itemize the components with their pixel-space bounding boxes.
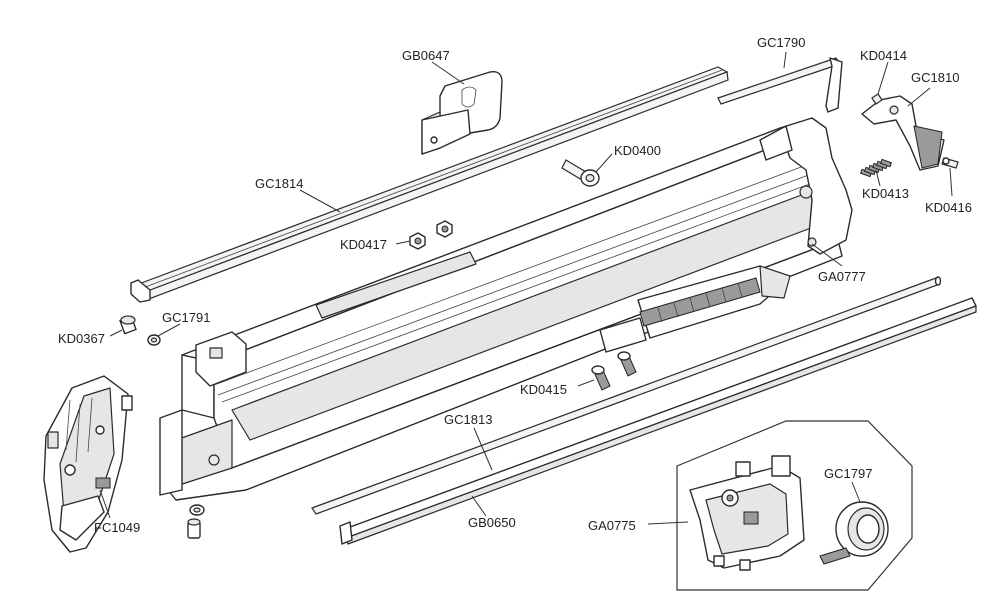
part-kd0367-screw [119,315,137,335]
label-kd0413: KD0413 [862,186,909,201]
part-kd0413-spring [859,158,893,178]
label-ga0777: GA0777 [818,269,866,284]
part-gc1810-latch [861,95,945,171]
label-kd0416: KD0416 [925,200,972,215]
label-gc1813: GC1813 [444,412,492,427]
label-gc1814: GC1814 [255,176,303,191]
part-gb0650-rail [339,297,977,545]
label-kd0400: KD0400 [614,143,661,158]
part-kd0417-nuts [409,220,453,250]
label-gc1810: GC1810 [911,70,959,85]
label-kd0415: KD0415 [520,382,567,397]
label-gc1790: GC1790 [757,35,805,50]
part-kd0415-screws [591,351,637,391]
part-lower-screw-and-washer [187,504,205,539]
part-gc1813-rod [311,276,942,515]
leader-lines [99,51,953,525]
label-gc1791: GC1791 [162,310,210,325]
part-gb0647-bracket [421,71,503,155]
part-kd0400-pin [561,159,600,187]
inset-detail-frame [676,420,913,591]
label-kd0417: KD0417 [340,237,387,252]
label-gc1797: GC1797 [824,466,872,481]
part-gc1791-washer [147,334,161,346]
label-ga0775: GA0775 [588,518,636,533]
part-ga0775-guide [689,455,805,571]
part-kd0414-pin [871,93,883,105]
part-gc1797-spring-band [819,501,889,565]
label-gb0647: GB0647 [402,48,450,63]
part-gc1814-rail [130,66,729,303]
part-gc1790-hex-key [717,57,843,113]
label-kd0414: KD0414 [860,48,907,63]
label-gb0650: GB0650 [468,515,516,530]
label-fc1049: FC1049 [94,520,140,535]
part-kd0416-pin [941,157,959,169]
part-ga0777-magazine-body [159,117,853,501]
label-kd0367: KD0367 [58,331,105,346]
